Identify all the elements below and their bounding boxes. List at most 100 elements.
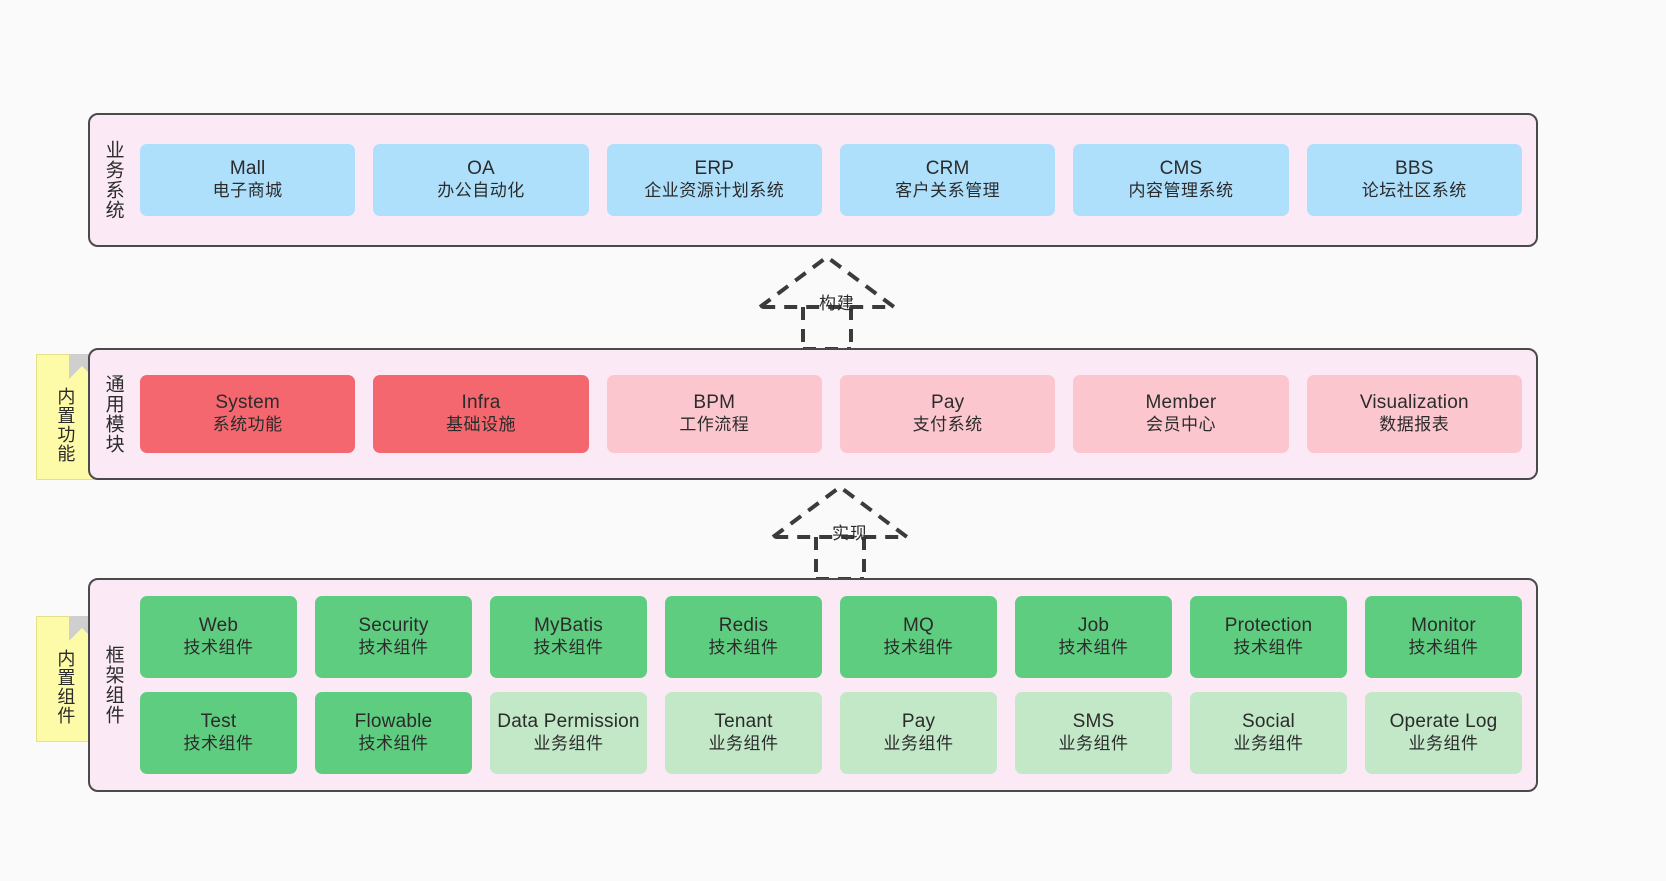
- node-web[interactable]: Web 技术组件: [140, 596, 297, 678]
- node-pay-component[interactable]: Pay 业务组件: [840, 692, 997, 774]
- node-mall[interactable]: Mall 电子商城: [140, 144, 356, 216]
- node-subtitle: 支付系统: [912, 415, 983, 435]
- node-title: Monitor: [1411, 615, 1476, 637]
- node-oa[interactable]: OA 办公自动化: [373, 144, 589, 216]
- node-subtitle: 工作流程: [679, 415, 750, 435]
- node-subtitle: 企业资源计划系统: [644, 181, 785, 201]
- node-sms[interactable]: SMS 业务组件: [1015, 692, 1172, 774]
- node-test[interactable]: Test 技术组件: [140, 692, 297, 774]
- tier-body-business-systems: Mall 电子商城 OA 办公自动化 ERP 企业资源计划系统 CRM 客户关系…: [136, 115, 1536, 245]
- connector-implement-label: 实现: [832, 524, 868, 543]
- node-subtitle: 基础设施: [445, 415, 516, 435]
- node-subtitle: 技术组件: [358, 638, 429, 658]
- node-title: Test: [200, 711, 237, 733]
- node-monitor[interactable]: Monitor 技术组件: [1365, 596, 1522, 678]
- tier-label-business-systems: 业务系统: [102, 140, 124, 220]
- node-subtitle: 技术组件: [533, 638, 604, 658]
- node-protection[interactable]: Protection 技术组件: [1190, 596, 1347, 678]
- node-social[interactable]: Social 业务组件: [1190, 692, 1347, 774]
- node-title: Infra: [461, 392, 501, 414]
- node-title: BBS: [1394, 158, 1434, 180]
- node-title: System: [215, 392, 280, 414]
- node-title: MyBatis: [534, 615, 603, 637]
- node-title: Flowable: [354, 711, 433, 733]
- node-visualization[interactable]: Visualization 数据报表: [1306, 375, 1522, 453]
- node-title: Pay: [901, 711, 936, 733]
- node-subtitle: 电子商城: [212, 181, 283, 201]
- node-title: Protection: [1224, 615, 1313, 637]
- node-subtitle: 数据报表: [1379, 415, 1450, 435]
- tier-body-common-modules: System 系统功能 Infra 基础设施 BPM 工作流程 Pay 支付系统…: [136, 350, 1536, 478]
- node-subtitle: 系统功能: [212, 415, 283, 435]
- node-title: Member: [1145, 392, 1217, 414]
- tier-common-modules: 通用模块 System 系统功能 Infra 基础设施 BPM 工作流程 Pay…: [88, 348, 1538, 480]
- tier-row: Web 技术组件 Security 技术组件 MyBatis 技术组件 Redi…: [140, 596, 1522, 678]
- node-title: Tenant: [714, 711, 773, 733]
- node-tenant[interactable]: Tenant 业务组件: [665, 692, 822, 774]
- node-subtitle: 技术组件: [883, 638, 954, 658]
- node-pay-module[interactable]: Pay 支付系统: [839, 375, 1056, 453]
- node-data-permission[interactable]: Data Permission 业务组件: [490, 692, 647, 774]
- node-erp[interactable]: ERP 企业资源计划系统: [606, 144, 822, 216]
- node-title: OA: [467, 158, 495, 180]
- node-title: Web: [198, 615, 239, 637]
- node-title: CMS: [1159, 158, 1203, 180]
- node-subtitle: 技术组件: [183, 734, 254, 754]
- connector-build-label: 构建: [819, 294, 855, 313]
- node-subtitle: 业务组件: [883, 734, 954, 754]
- note-builtin-component: 内置组件: [36, 616, 94, 742]
- node-subtitle: 技术组件: [1233, 638, 1304, 658]
- node-title: Visualization: [1359, 392, 1469, 414]
- node-subtitle: 论坛社区系统: [1361, 181, 1467, 201]
- node-subtitle: 内容管理系统: [1128, 181, 1234, 201]
- node-member[interactable]: Member 会员中心: [1073, 375, 1289, 453]
- node-job[interactable]: Job 技术组件: [1015, 596, 1172, 678]
- node-title: Job: [1077, 615, 1110, 637]
- node-title: Operate Log: [1389, 711, 1498, 733]
- node-subtitle: 业务组件: [533, 734, 604, 754]
- node-title: Data Permission: [497, 711, 640, 733]
- tier-framework-components: 框架组件 Web 技术组件 Security 技术组件 MyBatis 技术组件…: [88, 578, 1538, 792]
- node-subtitle: 会员中心: [1145, 415, 1216, 435]
- connector-implement: 实现: [766, 483, 938, 581]
- node-subtitle: 技术组件: [358, 734, 429, 754]
- node-subtitle: 业务组件: [708, 734, 779, 754]
- node-subtitle: 技术组件: [183, 638, 254, 658]
- tier-row: Mall 电子商城 OA 办公自动化 ERP 企业资源计划系统 CRM 客户关系…: [140, 144, 1522, 216]
- node-subtitle: 办公自动化: [437, 181, 525, 201]
- node-subtitle: 业务组件: [1058, 734, 1129, 754]
- node-title: ERP: [694, 158, 735, 180]
- node-subtitle: 技术组件: [708, 638, 779, 658]
- node-bpm[interactable]: BPM 工作流程: [606, 375, 822, 453]
- node-subtitle: 业务组件: [1233, 734, 1304, 754]
- tier-row: Test 技术组件 Flowable 技术组件 Data Permission …: [140, 692, 1522, 774]
- node-title: MQ: [902, 615, 934, 637]
- tier-row: System 系统功能 Infra 基础设施 BPM 工作流程 Pay 支付系统…: [140, 375, 1522, 453]
- node-title: SMS: [1072, 711, 1115, 733]
- node-title: Security: [358, 615, 429, 637]
- note-text: 内置组件: [55, 649, 76, 725]
- node-title: Redis: [718, 615, 769, 637]
- node-title: CRM: [925, 158, 970, 180]
- node-system[interactable]: System 系统功能: [140, 375, 356, 453]
- node-mq[interactable]: MQ 技术组件: [840, 596, 997, 678]
- node-bbs[interactable]: BBS 论坛社区系统: [1306, 144, 1522, 216]
- node-redis[interactable]: Redis 技术组件: [665, 596, 822, 678]
- node-cms[interactable]: CMS 内容管理系统: [1073, 144, 1289, 216]
- node-crm[interactable]: CRM 客户关系管理: [839, 144, 1056, 216]
- node-operate-log[interactable]: Operate Log 业务组件: [1365, 692, 1522, 774]
- node-title: Social: [1242, 711, 1295, 733]
- tier-label-framework-components: 框架组件: [102, 645, 124, 725]
- node-title: Mall: [229, 158, 266, 180]
- node-subtitle: 业务组件: [1408, 734, 1479, 754]
- tier-business-systems: 业务系统 Mall 电子商城 OA 办公自动化 ERP 企业资源计划系统 CRM…: [88, 113, 1538, 247]
- node-security[interactable]: Security 技术组件: [315, 596, 472, 678]
- node-subtitle: 技术组件: [1058, 638, 1129, 658]
- node-infra[interactable]: Infra 基础设施: [373, 375, 589, 453]
- node-mybatis[interactable]: MyBatis 技术组件: [490, 596, 647, 678]
- node-subtitle: 技术组件: [1408, 638, 1479, 658]
- node-flowable[interactable]: Flowable 技术组件: [315, 692, 472, 774]
- tier-body-framework-components: Web 技术组件 Security 技术组件 MyBatis 技术组件 Redi…: [136, 580, 1536, 790]
- node-subtitle: 客户关系管理: [895, 181, 1001, 201]
